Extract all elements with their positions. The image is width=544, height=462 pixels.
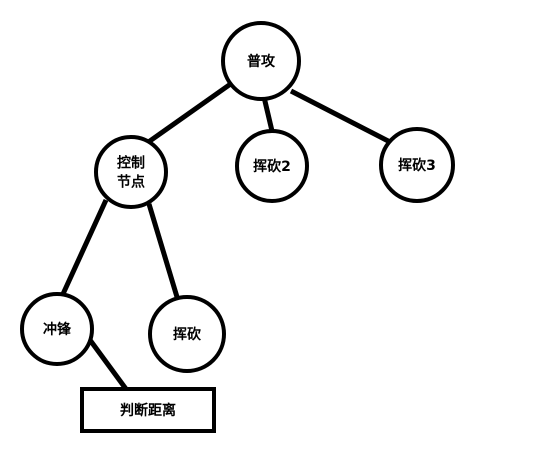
node-charge-circle <box>20 292 94 366</box>
node-root: 普攻 <box>221 21 301 101</box>
node-judge: 判断距离 <box>80 387 216 433</box>
node-swing: 挥砍 <box>148 295 226 373</box>
node-swing2-circle <box>235 129 309 203</box>
node-swing3-label: 挥砍3 <box>398 157 436 174</box>
edge-root-swing3 <box>289 88 394 146</box>
node-swing2: 挥砍2 <box>235 129 309 203</box>
node-swing-circle <box>148 295 226 373</box>
node-control-label: 控制节点 <box>117 155 145 191</box>
node-root-label: 普攻 <box>247 53 276 70</box>
node-root-circle <box>221 21 301 101</box>
edge-root-control <box>145 80 234 146</box>
node-control: 控制节点 <box>94 135 168 209</box>
node-swing2-label: 挥砍2 <box>253 158 291 175</box>
node-judge-label: 判断距离 <box>120 402 176 419</box>
node-swing3: 挥砍3 <box>379 127 455 203</box>
edge-root-swing2 <box>261 96 275 132</box>
node-charge-label: 冲锋 <box>43 321 72 338</box>
node-judge-box <box>80 387 216 433</box>
edge-control-charge <box>60 198 109 296</box>
edge-charge-judge <box>87 338 129 391</box>
node-charge: 冲锋 <box>20 292 94 366</box>
edge-control-swing <box>146 203 180 298</box>
edges-layer <box>60 80 394 391</box>
node-control-circle <box>94 135 168 209</box>
node-swing3-circle <box>379 127 455 203</box>
node-swing-label: 挥砍 <box>173 326 202 343</box>
